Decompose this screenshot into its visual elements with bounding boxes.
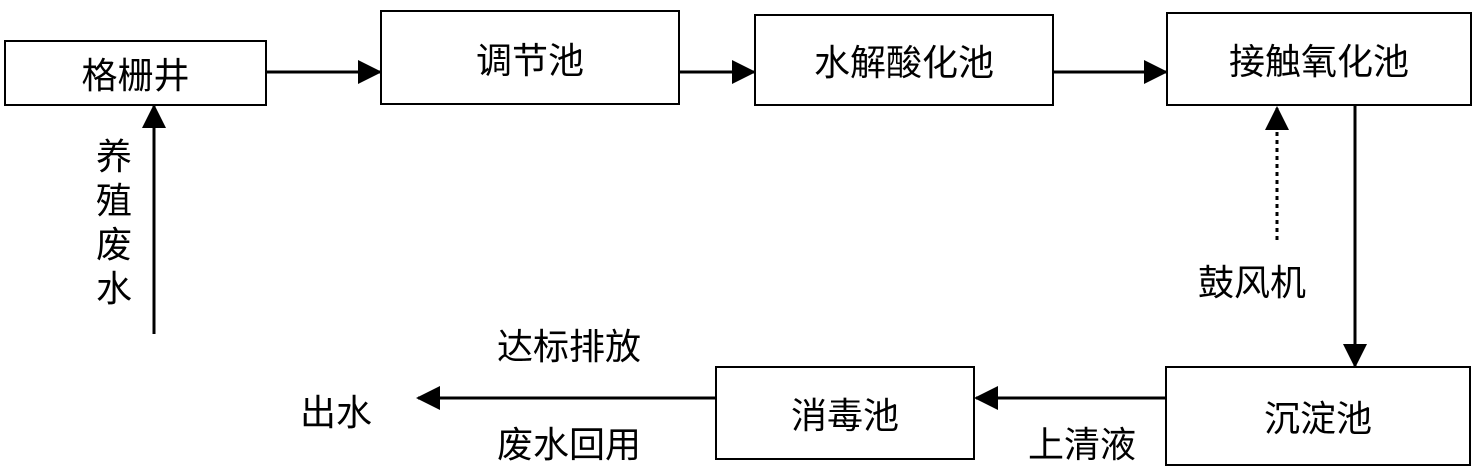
label-supernatant: 上清液 (1028, 425, 1137, 466)
node-hydrolysis-tank: 水解酸化池 (754, 14, 1054, 106)
node-disinfection-tank-label: 消毒池 (790, 396, 899, 437)
node-contact-oxidation-tank: 接触氧化池 (1166, 12, 1472, 106)
label-inflow-char-2: 殖 (95, 181, 132, 222)
node-regulating-tank: 调节池 (380, 10, 680, 105)
node-contact-oxidation-tank-label: 接触氧化池 (1228, 42, 1409, 83)
label-inflow-char-3: 废 (95, 225, 132, 266)
node-sedimentation-tank: 沉淀池 (1165, 366, 1471, 466)
node-disinfection-tank: 消毒池 (715, 366, 975, 460)
node-grille-well-label: 格栅井 (81, 56, 190, 97)
label-blower: 鼓风机 (1198, 263, 1307, 304)
label-inflow: 养 殖 废 水 (94, 140, 134, 316)
node-hydrolysis-tank-label: 水解酸化池 (813, 43, 994, 84)
label-inflow-char-4: 水 (95, 269, 132, 310)
node-sedimentation-tank-label: 沉淀池 (1263, 399, 1372, 440)
node-regulating-tank-label: 调节池 (475, 40, 584, 82)
label-outflow: 出水 (300, 393, 373, 434)
label-discharge: 达标排放 (497, 327, 642, 368)
arrow-blower-head (1265, 106, 1289, 130)
label-inflow-char-1: 养 (95, 137, 132, 178)
label-reuse: 废水回用 (497, 425, 642, 466)
node-grille-well: 格栅井 (4, 40, 267, 106)
